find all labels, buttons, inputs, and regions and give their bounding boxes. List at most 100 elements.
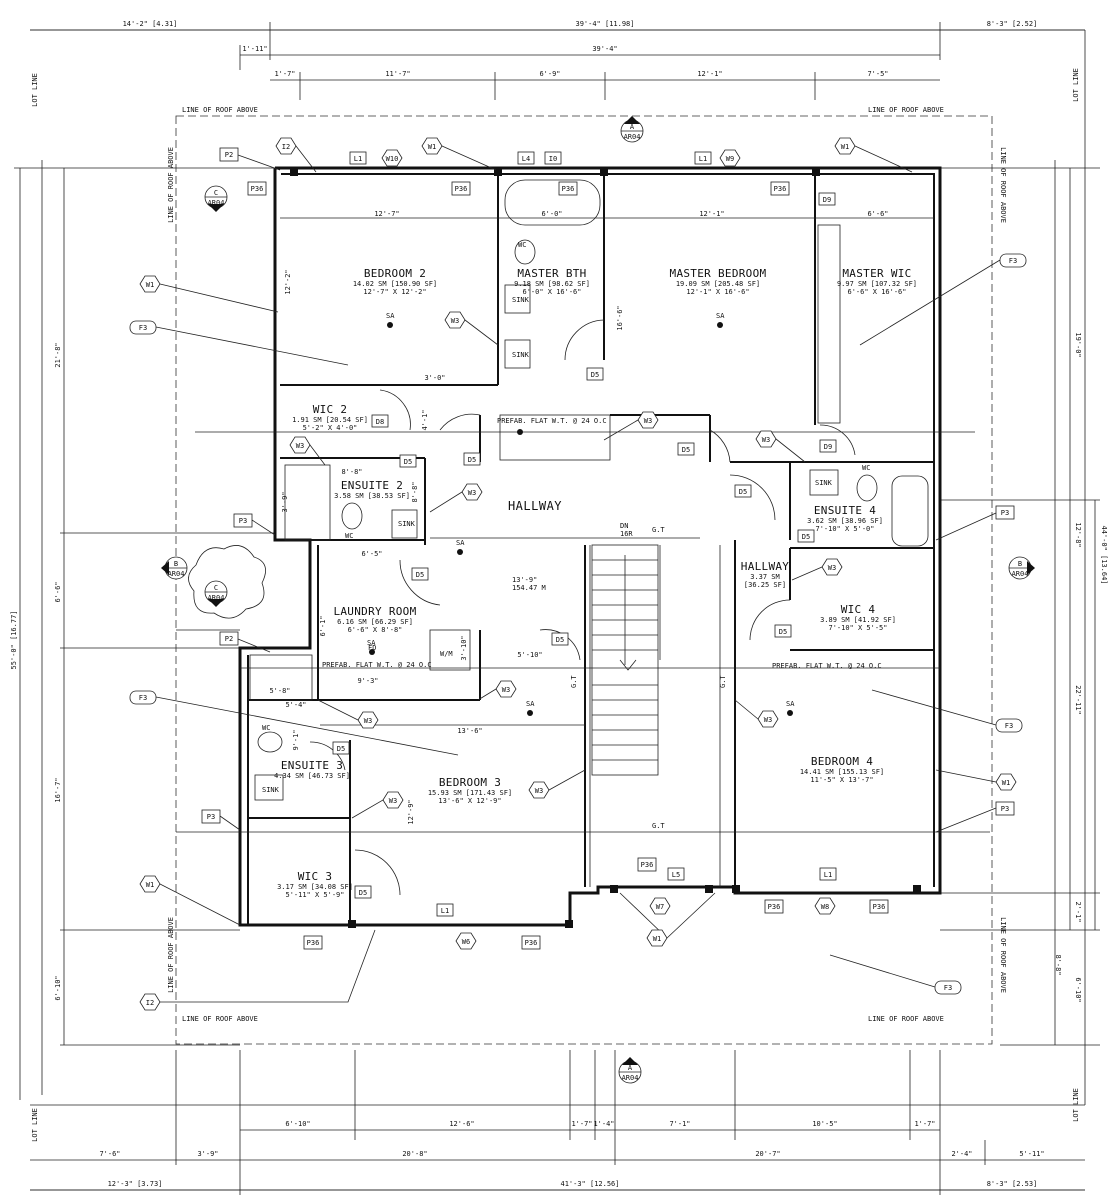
svg-text:19.09 SM [205.48 SF]: 19.09 SM [205.48 SF] — [676, 280, 760, 288]
svg-text:P36: P36 — [455, 185, 468, 193]
svg-text:W3: W3 — [502, 686, 510, 694]
dim-right-1: 19'-0" — [1074, 332, 1082, 357]
svg-text:SINK: SINK — [262, 786, 280, 794]
dim-left-1: 21'-8" — [54, 342, 62, 367]
hex-tag-w3-7: W3 — [477, 680, 517, 701]
hex-tag-w1-2: W1 — [421, 137, 497, 171]
dim-bot-1b: 12'-6" — [449, 1120, 474, 1128]
left-dimensions: 55'-0" [16.77] 21'-8" 6'-6" 16'-7" 6'-10… — [10, 167, 275, 1100]
door-tag-wic3 — [354, 885, 372, 899]
svg-text:12'-1" X 16'-6": 12'-1" X 16'-6" — [686, 288, 749, 296]
svg-text:9'-1": 9'-1" — [292, 729, 300, 750]
svg-text:SA: SA — [526, 700, 535, 708]
svg-text:W1: W1 — [841, 143, 849, 151]
dim-bot-3a: 12'-3" [3.73] — [108, 1180, 163, 1188]
svg-text:5'-2" X 4'-0": 5'-2" X 4'-0" — [303, 424, 358, 432]
hex-tag-w8: W8 — [814, 897, 836, 915]
gt-label-1: G.T — [652, 526, 665, 534]
svg-text:D5: D5 — [739, 488, 747, 496]
svg-text:SA: SA — [786, 700, 795, 708]
dim-top-3a: 1'-7" — [274, 70, 295, 78]
svg-text:L1: L1 — [354, 155, 362, 163]
svg-text:P36: P36 — [873, 903, 886, 911]
svg-text:D5: D5 — [802, 533, 810, 541]
room-ensuite-3: ENSUITE 3 4.34 SM [46.73 SF] — [274, 759, 350, 780]
dim-bot-3c: 8'-3" [2.53] — [987, 1180, 1038, 1188]
hex-tag-w3-8: W3 — [317, 699, 379, 729]
svg-text:W3: W3 — [828, 564, 836, 572]
roof-label-bottom-right: LINE OF ROOF ABOVE — [868, 1015, 944, 1023]
dim-bot-2a: 7'-6" — [99, 1150, 120, 1158]
svg-text:W1: W1 — [146, 881, 154, 889]
svg-text:3'-0": 3'-0" — [424, 374, 445, 382]
svg-text:9.97 SM [107.32 SF]: 9.97 SM [107.32 SF] — [837, 280, 917, 288]
f3-tag-4: F3 — [871, 689, 1023, 733]
svg-text:W1: W1 — [653, 935, 661, 943]
svg-text:[36.25 SF]: [36.25 SF] — [744, 581, 786, 589]
stair-dn: DN — [620, 522, 628, 530]
svg-text:W1: W1 — [1002, 779, 1010, 787]
svg-text:5'-4": 5'-4" — [285, 701, 306, 709]
dim-top-1a: 14'-2" [4.31] — [123, 20, 178, 28]
svg-text:6'-0" X 16'-6": 6'-0" X 16'-6" — [522, 288, 581, 296]
dim-top-3c: 6'-9" — [539, 70, 560, 78]
svg-text:BEDROOM 2: BEDROOM 2 — [364, 267, 426, 280]
svg-text:W1: W1 — [146, 281, 154, 289]
svg-text:P36: P36 — [307, 939, 320, 947]
svg-text:AR04: AR04 — [208, 594, 225, 602]
hex-tag-w3-9: W3 — [734, 699, 779, 728]
svg-text:D5: D5 — [591, 371, 599, 379]
svg-text:WIC 3: WIC 3 — [298, 870, 333, 883]
svg-text:WC: WC — [262, 724, 270, 732]
svg-text:LAUNDRY ROOM: LAUNDRY ROOM — [333, 605, 416, 618]
svg-text:I2: I2 — [282, 143, 290, 151]
gt-label-4: G.T — [719, 675, 727, 688]
svg-text:C: C — [214, 189, 218, 197]
svg-text:ENSUITE 3: ENSUITE 3 — [281, 759, 343, 772]
svg-text:P36: P36 — [774, 185, 787, 193]
dim-bot-2c: 20'-8" — [402, 1150, 427, 1158]
svg-text:P36: P36 — [251, 185, 264, 193]
svg-text:B: B — [174, 560, 178, 568]
svg-text:W3: W3 — [762, 436, 770, 444]
dim-bot-1g: 1'-7" — [914, 1120, 935, 1128]
roof-label-bottom-left: LINE OF ROOF ABOVE — [182, 1015, 258, 1023]
svg-text:SA: SA — [716, 312, 725, 320]
section-marker-c-cloud: C AR04 — [188, 545, 266, 619]
svg-text:6'-6" X 16'-6": 6'-6" X 16'-6" — [847, 288, 906, 296]
svg-text:W6: W6 — [462, 938, 470, 946]
svg-text:7'-10" X 5'-0": 7'-10" X 5'-0" — [815, 525, 874, 533]
dim-right-3: 22'-11" — [1074, 685, 1082, 715]
svg-text:W7: W7 — [656, 903, 664, 911]
svg-text:12'-9": 12'-9" — [407, 799, 415, 824]
hex-tag-w6: W6 — [455, 932, 477, 950]
roof-label-right-top: LINE OF ROOF ABOVE — [999, 147, 1007, 223]
fd-label: FD — [368, 644, 376, 652]
gt-label-2: G.T — [652, 822, 665, 830]
svg-text:3.62 SM [38.96 SF]: 3.62 SM [38.96 SF] — [807, 517, 883, 525]
gt-label-3: G.T — [570, 675, 578, 688]
svg-text:3'-10": 3'-10" — [460, 635, 468, 660]
svg-text:3.89 SM [41.92 SF]: 3.89 SM [41.92 SF] — [820, 616, 896, 624]
lot-line-br: LOT LINE — [1072, 1088, 1080, 1122]
section-marker-b-right: B AR04 — [1008, 556, 1035, 580]
svg-text:P2: P2 — [225, 635, 233, 643]
svg-text:W3: W3 — [764, 716, 772, 724]
svg-text:12'-1": 12'-1" — [699, 210, 724, 218]
hex-tag-i2-2: I2 — [139, 929, 376, 1011]
dim-bot-1f: 10'-5" — [812, 1120, 837, 1128]
dim-left-2: 6'-6" — [54, 581, 62, 602]
dim-bot-3b: 41'-3" [12.56] — [560, 1180, 619, 1188]
roof-label-right-bottom: LINE OF ROOF ABOVE — [999, 917, 1007, 993]
svg-text:F3: F3 — [139, 324, 147, 332]
svg-text:WC: WC — [345, 532, 353, 540]
svg-text:3.37 SM: 3.37 SM — [750, 573, 780, 581]
roof-line — [175, 115, 993, 1045]
svg-text:WC: WC — [518, 241, 526, 249]
svg-text:P36: P36 — [525, 939, 538, 947]
svg-text:P36: P36 — [562, 185, 575, 193]
svg-text:3'-9": 3'-9" — [281, 491, 289, 512]
svg-text:D5: D5 — [468, 456, 476, 464]
svg-text:ENSUITE 4: ENSUITE 4 — [814, 504, 876, 517]
smoke-alarms: SA SA SA SA SA SA — [367, 312, 795, 716]
